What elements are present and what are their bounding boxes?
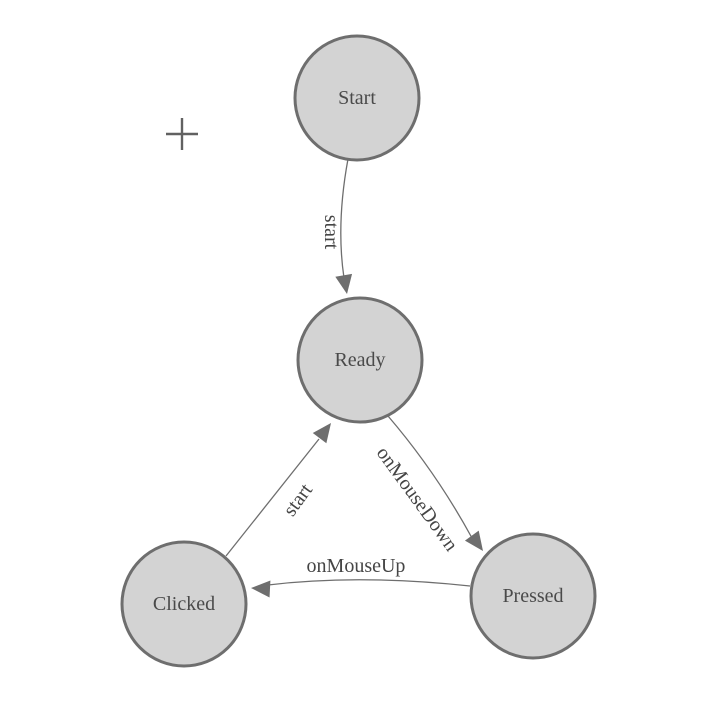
arrowhead-icon-start-to-ready — [335, 273, 353, 294]
edge-clicked-to-ready[interactable] — [225, 438, 320, 557]
arrowhead-icon-ready-to-pressed — [464, 530, 483, 551]
edge-start-to-ready[interactable] — [340, 158, 349, 279]
edge-label-clicked-to-ready: start — [279, 479, 317, 520]
arrowhead-icon-clicked-to-ready — [312, 423, 331, 444]
node-start[interactable] — [293, 34, 421, 162]
edge-pressed-to-clicked[interactable] — [267, 579, 471, 587]
node-pressed[interactable] — [469, 532, 597, 660]
node-ready[interactable] — [296, 296, 424, 424]
arrowhead-icon-pressed-to-clicked — [251, 580, 271, 598]
edge-ready-to-pressed[interactable] — [387, 415, 473, 539]
edge-label-pressed-to-clicked: onMouseUp — [307, 555, 406, 577]
edge-label-start-to-ready: start — [320, 215, 342, 250]
node-clicked[interactable] — [120, 540, 248, 668]
